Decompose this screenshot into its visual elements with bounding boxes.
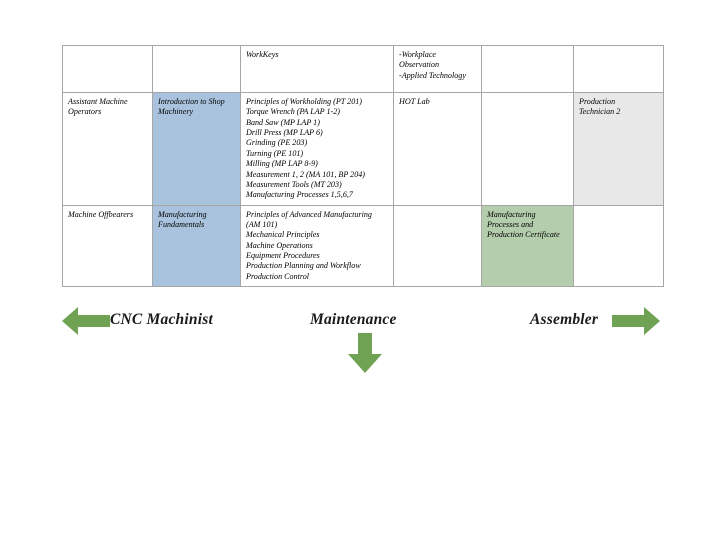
cell-text: WorkKeys: [246, 50, 279, 59]
role-label-maintenance: Maintenance: [310, 311, 397, 328]
cell-text: Assistant Machine Operators: [68, 97, 128, 117]
cell-assessment: HOT Lab: [393, 92, 482, 206]
cell-text: Manufacturing Processes and Production C…: [487, 209, 560, 240]
cell-credential-header: [481, 45, 574, 93]
cell-course: Introduction to Shop Machinery: [152, 92, 241, 206]
cell-course: Manufacturing Fundamentals: [152, 204, 241, 288]
cell-certification-header: [573, 45, 664, 93]
cell-credential: [481, 92, 574, 206]
cell-text: Principles of Workholding (PT 201) Torqu…: [246, 97, 365, 200]
arrow-right-icon: [612, 307, 660, 335]
cell-certification: Production Technician 2: [573, 92, 664, 206]
role-label-assembler: Assembler: [530, 311, 599, 328]
table-row-header: WorkKeys -Workplace Observation -Applied…: [62, 45, 664, 93]
career-pathway-table: WorkKeys -Workplace Observation -Applied…: [62, 45, 664, 288]
cell-text: Manufacturing Fundamentals: [158, 209, 207, 229]
cell-text: Machine Offbearers: [68, 209, 134, 219]
cell-occupation: Machine Offbearers: [62, 204, 153, 288]
role-label-cnc-machinist: CNC Machinist: [110, 311, 213, 328]
arrow-left-icon: [62, 307, 110, 335]
career-role-band: CNC Machinist Maintenance Assembler: [0, 300, 720, 380]
cell-text: HOT Lab: [399, 97, 430, 106]
table-row: Assistant Machine Operators Introduction…: [62, 92, 664, 206]
cell-topics-header: WorkKeys: [240, 45, 394, 93]
table-row: Machine Offbearers Manufacturing Fundame…: [62, 204, 664, 288]
cell-topics: Principles of Advanced Manufacturing (AM…: [240, 204, 394, 288]
cell-text: Production Technician 2: [579, 97, 621, 117]
cell-text: Introduction to Shop Machinery: [158, 97, 225, 117]
cell-assessment-header: -Workplace Observation -Applied Technolo…: [393, 45, 482, 93]
cell-certification: [573, 204, 664, 288]
cell-occupation-header: [62, 45, 153, 93]
arrow-down-icon: [348, 333, 382, 373]
cell-credential: Manufacturing Processes and Production C…: [481, 204, 574, 288]
cell-course-header: [152, 45, 241, 93]
cell-text: -Workplace Observation -Applied Technolo…: [399, 50, 466, 80]
cell-topics: Principles of Workholding (PT 201) Torqu…: [240, 92, 394, 206]
cell-occupation: Assistant Machine Operators: [62, 92, 153, 206]
cell-text: Principles of Advanced Manufacturing (AM…: [246, 209, 372, 281]
cell-assessment: [393, 204, 482, 288]
